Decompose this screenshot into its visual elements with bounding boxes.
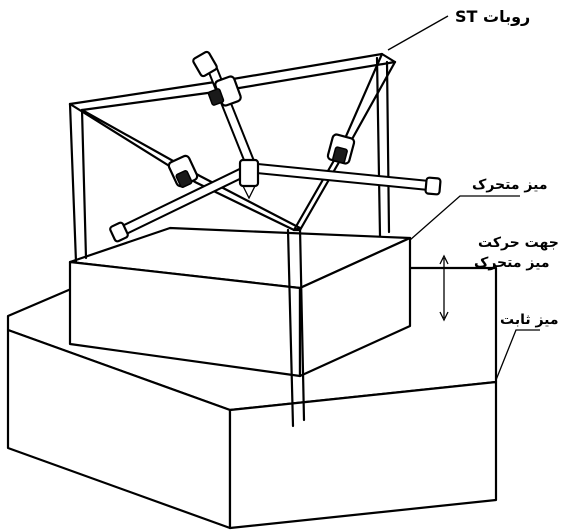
frame-top-right [292,52,397,232]
frame-leg-left-inner [80,108,88,260]
moving-direction-label-line1: جهت حرکت [478,235,559,251]
moving-table [68,226,412,378]
moving-table-side [298,236,412,378]
frame-leg-front [286,228,295,428]
frame-leg-left [68,102,78,264]
leader-robot [387,15,449,51]
leader-lines [387,15,540,381]
leader-moving-table [409,195,520,241]
moving-table-label: میز متحرک [472,177,548,193]
fixed-table-side [228,380,498,530]
leader-fixed-table [495,329,540,381]
end-effector [238,158,260,188]
fixed-table-label: میز ثابت [500,312,559,328]
robot-joints [109,50,442,243]
frame-leg-right-inner [385,60,391,234]
frame-leg-front-inner [298,226,306,422]
moving-direction-label-line2: میز متحرک [474,255,550,271]
frame-top-back [68,52,397,112]
robot-label: روبات ST [455,7,531,26]
frame-leg-right [375,56,382,238]
